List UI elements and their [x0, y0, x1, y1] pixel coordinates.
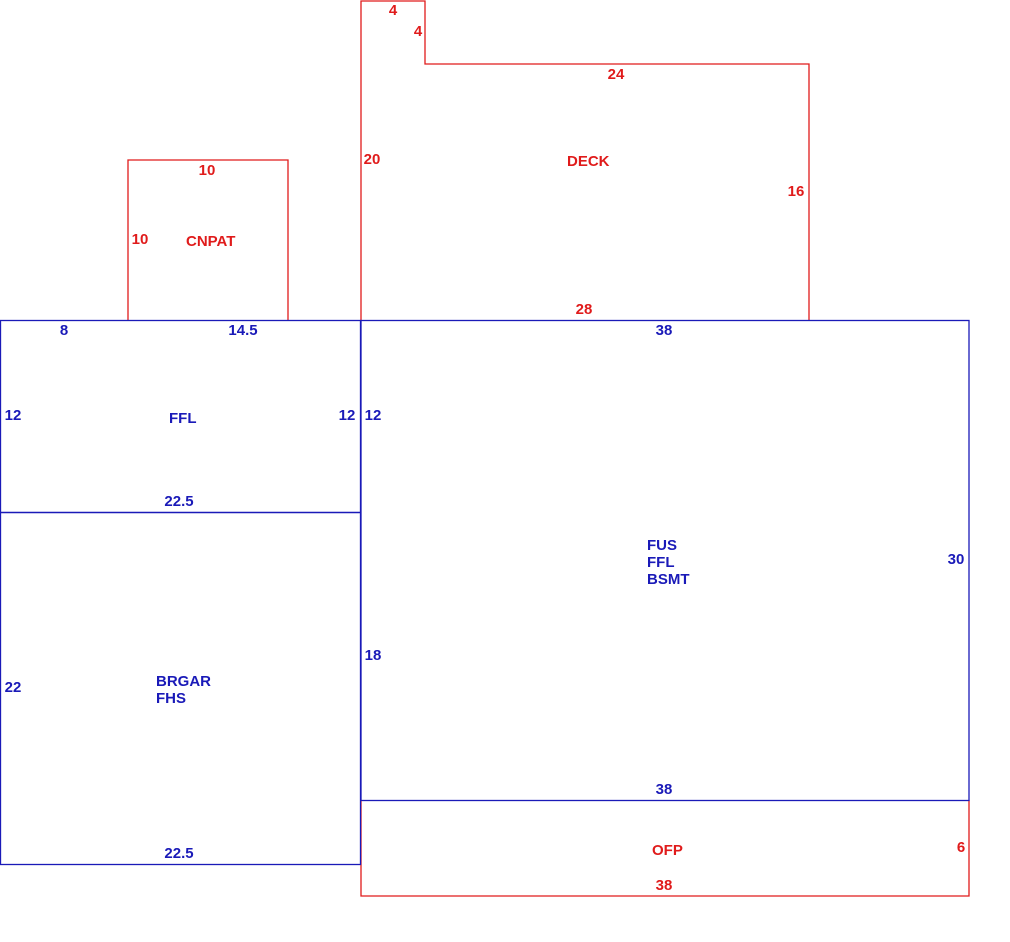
- deck-dim-top: 24: [608, 66, 625, 83]
- main-outline: [360, 319, 970, 802]
- deck-outline: [360, 0, 810, 320]
- ofp-dim-right: 6: [957, 839, 965, 856]
- brgar-code-2: FHS: [156, 690, 186, 707]
- ffl-left-dim-left: 12: [5, 407, 22, 424]
- ffl-left-dim-bottom: 22.5: [164, 493, 193, 510]
- deck-dim-bottom: 28: [576, 301, 593, 318]
- ffl-left-dim-right: 12: [339, 407, 356, 424]
- deck-dim-right: 16: [788, 183, 805, 200]
- deck-dim-top-notch: 4: [389, 2, 398, 19]
- ffl-left-code: FFL: [169, 410, 197, 427]
- main-dim-top: 38: [656, 322, 673, 339]
- deck-code: DECK: [567, 153, 610, 170]
- ffl-left-dim-top-a: 8: [60, 322, 68, 339]
- main-dim-left-lower: 18: [365, 647, 382, 664]
- deck-dim-notch-side: 4: [414, 23, 423, 40]
- cnpat-code: CNPAT: [186, 233, 235, 250]
- deck-dim-left: 20: [364, 151, 381, 168]
- brgar-dim-left: 22: [5, 679, 22, 696]
- main-code-1: FUS: [647, 537, 677, 554]
- brgar-code-1: BRGAR: [156, 673, 211, 690]
- ofp-code: OFP: [652, 842, 683, 859]
- main-dim-right: 30: [948, 551, 965, 568]
- main-code-2: FFL: [647, 554, 675, 571]
- ofp-dim-bottom: 38: [656, 877, 673, 894]
- brgar-dim-bottom: 22.5: [164, 845, 193, 862]
- main-dim-bottom: 38: [656, 781, 673, 798]
- cnpat-dim-left: 10: [132, 231, 149, 248]
- cnpat-dim-top: 10: [199, 162, 216, 179]
- main-code-3: BSMT: [647, 571, 690, 588]
- ffl-left-dim-top-b: 14.5: [228, 322, 257, 339]
- cnpat-outline: [127, 159, 289, 320]
- main-dim-left-upper: 12: [365, 407, 382, 424]
